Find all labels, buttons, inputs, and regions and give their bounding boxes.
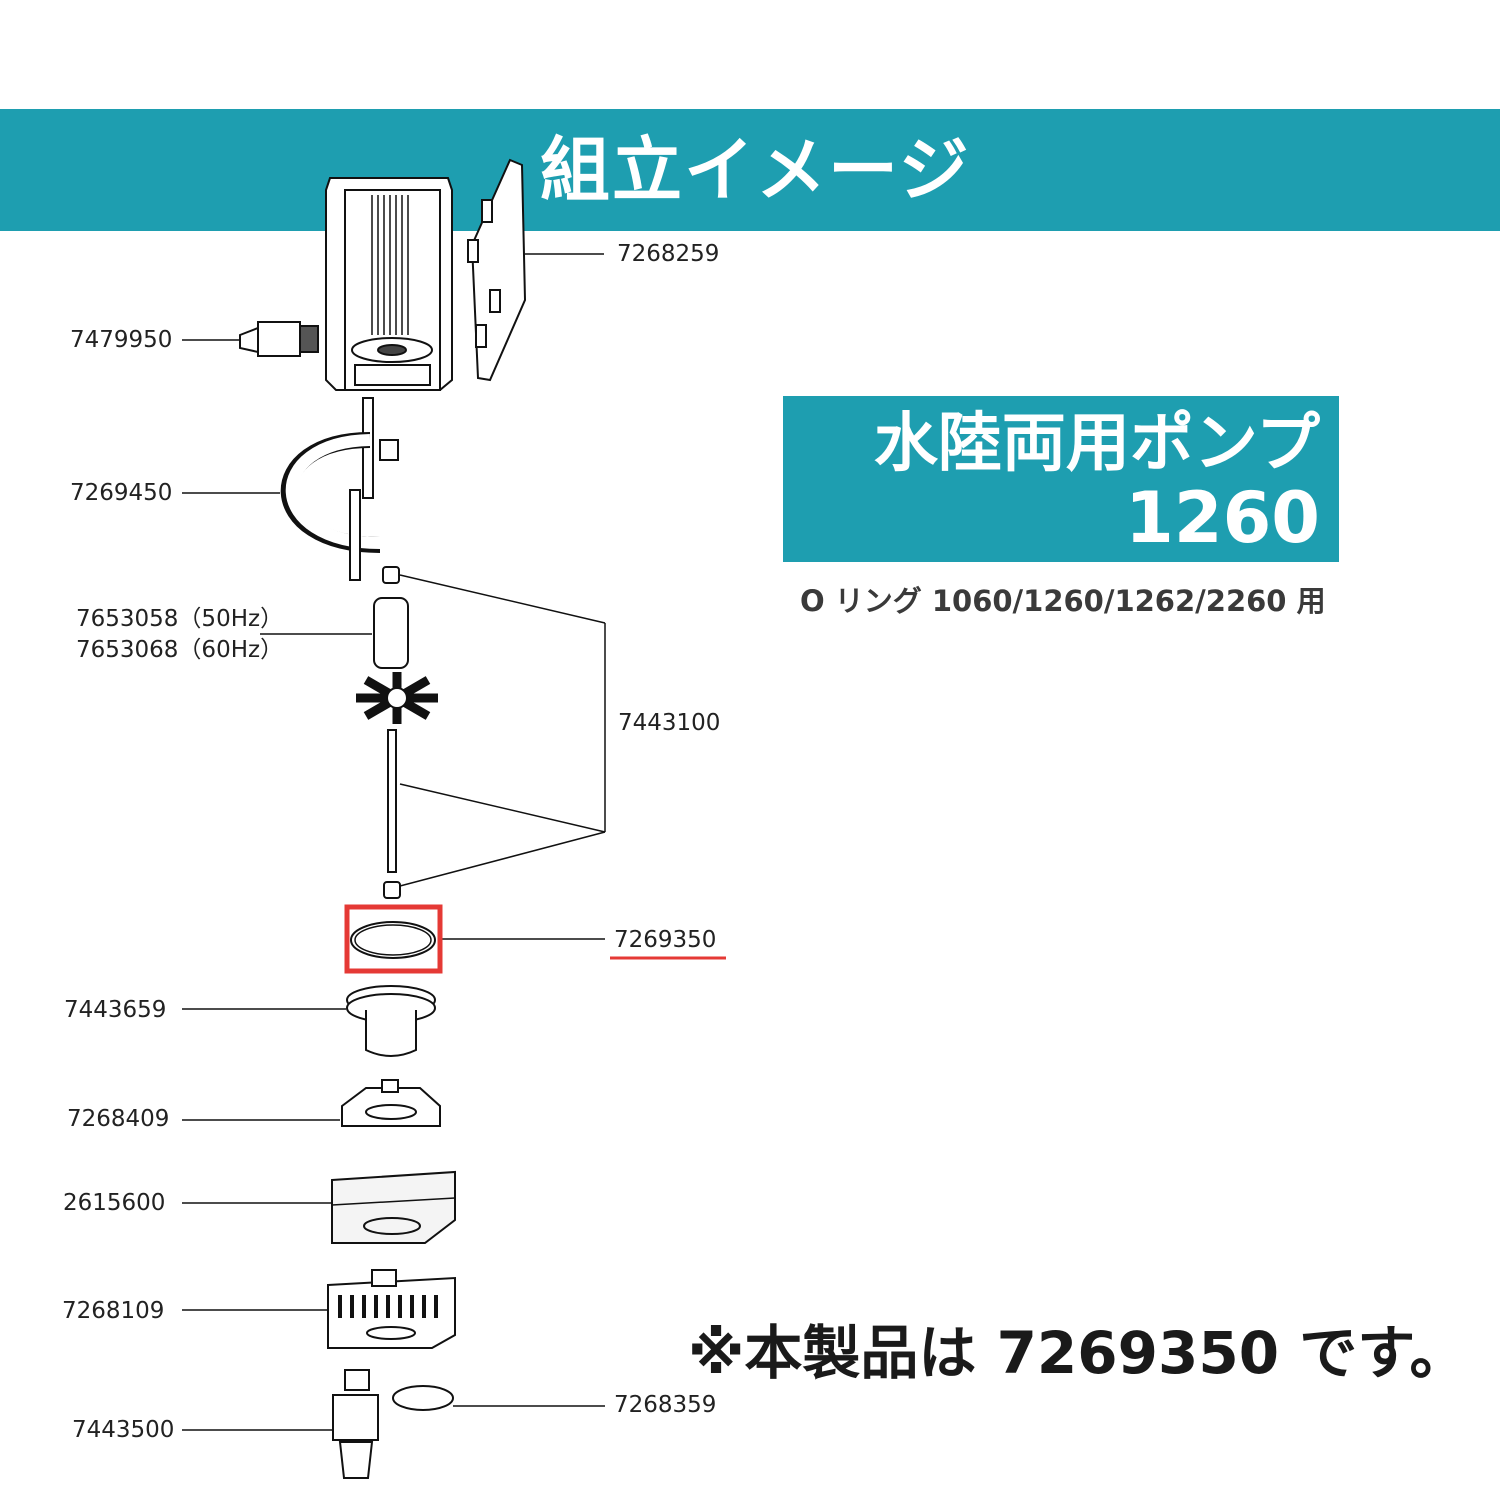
pump-housing-drawing bbox=[325, 177, 453, 391]
pump-head-drawing bbox=[346, 985, 436, 1057]
part-label-7443500: 7443500 bbox=[72, 1417, 175, 1443]
part-label-7269450: 7269450 bbox=[70, 480, 173, 506]
sponge-drawing bbox=[331, 1170, 456, 1244]
bracket-drawing bbox=[280, 397, 399, 581]
o-ring-drawing bbox=[350, 921, 436, 959]
header-title: 組立イメージ bbox=[540, 129, 971, 211]
part-label-7479950: 7479950 bbox=[70, 327, 173, 353]
part-label-7443100: 7443100 bbox=[618, 710, 721, 736]
nozzle-drawing bbox=[239, 321, 319, 357]
impeller-cover-drawing bbox=[341, 1079, 441, 1127]
part-label-7653068-60hz: 7653068（60Hz） bbox=[76, 637, 284, 663]
product-title-box bbox=[783, 396, 1339, 562]
leader-lines bbox=[182, 253, 606, 1431]
part-label-7653058-50hz: 7653058（50Hz） bbox=[76, 606, 284, 632]
outlet-adapter-drawing bbox=[332, 1369, 379, 1479]
strainer-drawing bbox=[327, 1269, 456, 1349]
rotor-drawing bbox=[356, 566, 438, 899]
part-label-7268259: 7268259 bbox=[617, 241, 720, 267]
highlight-box bbox=[344, 904, 443, 974]
part-label-2615600: 2615600 bbox=[63, 1190, 166, 1216]
header-band bbox=[0, 109, 1500, 231]
product-name: 水陸両用ポンプ bbox=[873, 407, 1320, 481]
plug-drawing bbox=[392, 1385, 454, 1411]
product-subtitle: O リング 1060/1260/1262/2260 用 bbox=[800, 584, 1326, 618]
part-label-7268109: 7268109 bbox=[62, 1298, 165, 1324]
part-label-7268359: 7268359 bbox=[614, 1392, 717, 1418]
part-label-7269350: 7269350 bbox=[614, 927, 717, 953]
cover-plate-drawing bbox=[467, 158, 527, 382]
product-model: 1260 bbox=[1125, 477, 1320, 559]
part-label-7443659: 7443659 bbox=[64, 997, 167, 1023]
product-note: ※本製品は 7269350 です。 bbox=[688, 1319, 1468, 1387]
part-label-7268409: 7268409 bbox=[67, 1106, 170, 1132]
